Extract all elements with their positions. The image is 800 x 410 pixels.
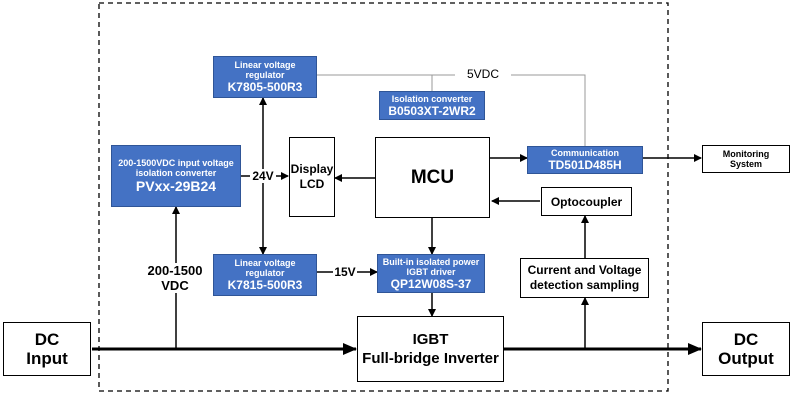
display-lcd-box: Display LCD <box>289 137 335 217</box>
optocoupler-box: Optocoupler <box>541 187 632 216</box>
dc-output-line2: Output <box>718 349 774 368</box>
label-vdc: 200-1500 VDC <box>143 263 207 293</box>
dc-input-line2: Input <box>26 349 68 368</box>
dc-input-box: DC Input <box>3 322 91 376</box>
linear-regulator-15v: Linear voltage regulator K7815-500R3 <box>213 254 317 296</box>
iso-input-model: PVxx-29B24 <box>135 177 217 194</box>
system-boundary <box>98 2 669 392</box>
display-line1: Display <box>290 162 334 176</box>
mcu-label: MCU <box>410 166 455 188</box>
iso-conv-model: B0503XT-2WR2 <box>388 103 476 118</box>
mcu-box: MCU <box>375 137 490 218</box>
igbt-inverter-box: IGBT Full-bridge Inverter <box>357 316 504 382</box>
detection-sampling-box: Current and Voltage detection sampling <box>520 258 649 298</box>
lvr-bottom-line1: Linear voltage <box>234 258 296 268</box>
lvr-bottom-model: K7815-500R3 <box>227 278 303 292</box>
label-15v: 15V <box>333 265 357 279</box>
comm-line1: Communication <box>550 148 619 158</box>
label-vdc-line1: 200-1500 <box>147 263 203 278</box>
monitoring-system-box: Monitoring System <box>702 145 790 173</box>
iso-conv-line1: Isolation converter <box>391 93 473 104</box>
label-24v: 24V <box>250 169 276 183</box>
driver-model: QP12W08S-37 <box>390 276 472 291</box>
lvr-top-line2: regulator <box>245 70 285 80</box>
detection-line2: detection sampling <box>529 278 640 292</box>
monitoring-line2: System <box>729 159 763 169</box>
lvr-top-model: K7805-500R3 <box>227 80 303 94</box>
dc-output-box: DC Output <box>702 322 790 376</box>
iso-input-line2: isolation converter <box>135 167 217 178</box>
isolation-input-converter: 200-1500VDC input voltage isolation conv… <box>111 145 241 207</box>
dc-output-line1: DC <box>733 330 759 349</box>
igbt-driver: Built-in isolated power IGBT driver QP12… <box>377 254 485 293</box>
dc-input-line1: DC <box>34 330 60 349</box>
igbt-line2: Full-bridge Inverter <box>362 350 499 367</box>
monitoring-line1: Monitoring <box>722 149 770 159</box>
isolation-converter: Isolation converter B0503XT-2WR2 <box>379 91 485 120</box>
iso-input-line1: 200-1500VDC input voltage <box>118 157 234 168</box>
5vdc-line <box>317 74 586 146</box>
linear-regulator-5v: Linear voltage regulator K7805-500R3 <box>213 56 317 98</box>
optocoupler-label: Optocoupler <box>550 194 623 209</box>
display-line2: LCD <box>299 177 325 191</box>
communication-module: Communication TD501D485H <box>527 146 643 174</box>
detection-line1: Current and Voltage <box>527 263 642 277</box>
label-5vdc: 5VDC <box>455 67 511 81</box>
lvr-top-line1: Linear voltage <box>234 60 296 70</box>
label-vdc-line2: VDC <box>161 278 189 293</box>
lvr-bottom-line2: regulator <box>245 268 285 278</box>
igbt-line1: IGBT <box>412 331 449 348</box>
comm-model: TD501D485H <box>548 158 622 172</box>
driver-line2: IGBT driver <box>406 266 456 277</box>
driver-line1: Built-in isolated power <box>382 256 480 267</box>
